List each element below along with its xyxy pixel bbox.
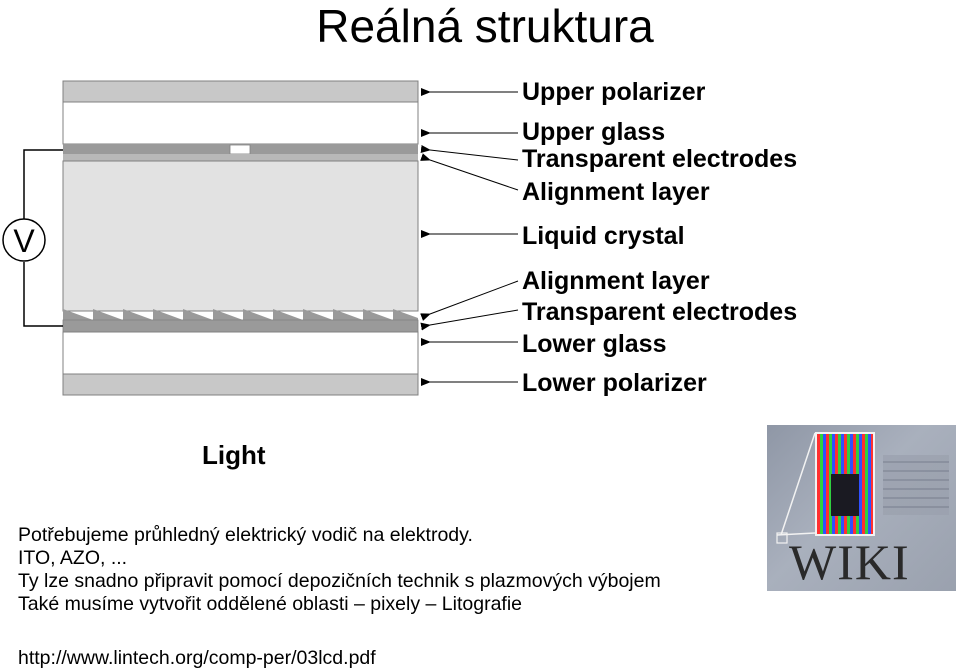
lower-glass-layer xyxy=(62,331,419,375)
label-light: Light xyxy=(202,440,266,470)
lower-alignment-sawtooth xyxy=(63,309,418,320)
circuit-wire-top xyxy=(23,149,63,219)
label-upper-polarizer: Upper polarizer xyxy=(522,78,706,106)
text-line: ITO, AZO, ... xyxy=(18,547,128,569)
upper-electrode-gap xyxy=(229,144,251,155)
upper-glass-layer xyxy=(62,101,419,145)
wiki-wordmark: WIKI xyxy=(789,534,910,590)
leader-transparent-electrodes-bottom xyxy=(420,309,519,331)
wikipedia-pixel-photo: WIKI xyxy=(767,425,956,591)
photo-background-texture xyxy=(883,455,949,515)
lcd-structure-diagram: V Upper polarizer Upper glass Transparen… xyxy=(2,78,797,470)
label-transparent-electrodes-top: Transparent electrodes xyxy=(522,145,797,173)
label-upper-glass: Upper glass xyxy=(522,118,665,146)
circuit-wire-bottom xyxy=(23,262,63,327)
leader-transparent-electrodes-top xyxy=(420,145,519,161)
text-line: Také musíme vytvořit oddělené oblasti – … xyxy=(18,593,523,615)
label-alignment-layer-bottom: Alignment layer xyxy=(522,267,710,295)
label-lower-glass: Lower glass xyxy=(522,330,667,358)
voltmeter-symbol: V xyxy=(13,223,35,259)
text-line: Ty lze snadno připravit pomocí depoziční… xyxy=(18,570,661,592)
label-transparent-electrodes-bottom: Transparent electrodes xyxy=(522,298,797,326)
leader-alignment-layer-top xyxy=(420,153,519,191)
voltmeter-circle xyxy=(2,218,46,262)
upper-polarizer-layer xyxy=(62,80,419,103)
magnifier-lines xyxy=(776,432,816,544)
slide-title: Reálná struktura xyxy=(316,0,654,52)
lower-electrode-band xyxy=(62,319,419,333)
leader-alignment-layer-bottom xyxy=(420,280,519,321)
body-text: Potřebujeme průhledný elektrický vodič n… xyxy=(18,524,661,616)
label-lower-polarizer: Lower polarizer xyxy=(522,369,707,397)
liquid-crystal-layer xyxy=(62,160,419,312)
lower-polarizer-layer xyxy=(62,373,419,396)
upper-alignment-band xyxy=(63,154,418,161)
label-alignment-layer-top: Alignment layer xyxy=(522,178,710,206)
source-url: http://www.lintech.org/comp-per/03lcd.pd… xyxy=(18,647,376,669)
label-liquid-crystal: Liquid crystal xyxy=(522,222,685,250)
text-line: Potřebujeme průhledný elektrický vodič n… xyxy=(18,524,473,546)
magnified-pixels-inset xyxy=(815,432,875,536)
